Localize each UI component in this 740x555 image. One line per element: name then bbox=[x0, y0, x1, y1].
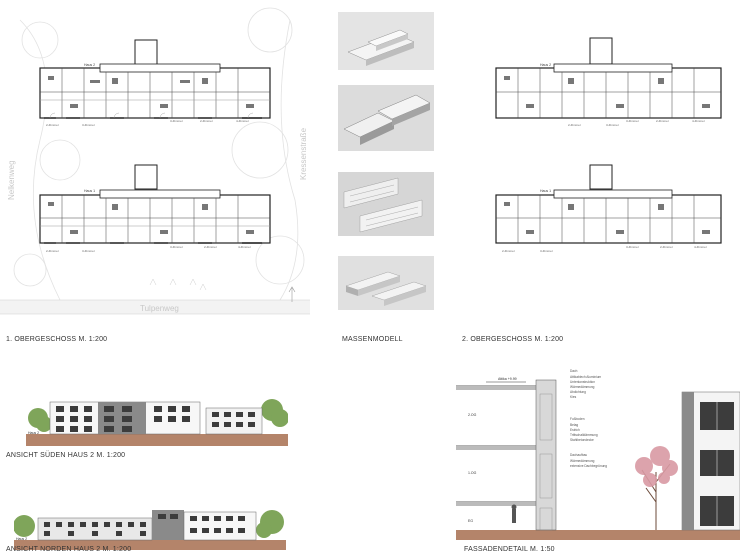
dachaufbau-title: Dachaufbau bbox=[570, 453, 587, 457]
massing-model-1 bbox=[338, 12, 434, 70]
svg-text:2-Zimmer: 2-Zimmer bbox=[200, 119, 213, 123]
svg-text:4-Zimmer: 4-Zimmer bbox=[694, 245, 707, 249]
ground-strip bbox=[26, 434, 288, 446]
massing-model-3 bbox=[338, 172, 434, 236]
caption-ansicht-nord: ANSICHT NORDEN HAUS 2 M. 1:200 bbox=[6, 546, 132, 553]
caption-ansicht-sued: ANSICHT SÜDEN HAUS 2 M. 1:200 bbox=[6, 452, 126, 459]
caption-og1: 1. OBERGESCHOSS M. 1:200 bbox=[6, 336, 108, 343]
level-eg: EG bbox=[468, 519, 473, 523]
level-1og: 1.OG bbox=[468, 471, 477, 475]
svg-text:3-Zimmer: 3-Zimmer bbox=[82, 123, 95, 127]
svg-text:3-Zimmer: 3-Zimmer bbox=[170, 245, 183, 249]
svg-text:3-Zimmer: 3-Zimmer bbox=[82, 249, 95, 253]
street-label-left: Nelkenweg bbox=[7, 160, 16, 200]
svg-text:4-Zimmer: 4-Zimmer bbox=[692, 119, 705, 123]
massing-model-4 bbox=[338, 256, 434, 310]
massing-model-2 bbox=[338, 85, 434, 151]
attika-label: Attika +9.99 bbox=[498, 377, 517, 381]
elevation-north: Haus 2 bbox=[14, 496, 286, 550]
north-arrow-icon bbox=[288, 286, 296, 302]
elevation-south: Haus 2 bbox=[26, 392, 288, 446]
svg-text:2-Zimmer: 2-Zimmer bbox=[502, 249, 515, 253]
floor-plan-haus2: 2-Zimmer 3-Zimmer 3-Zimmer 2-Zimmer 4-Zimme… bbox=[39, 39, 271, 127]
fussboden-item: Stahlbetondecke bbox=[570, 438, 594, 442]
haus2-label: Haus 2 bbox=[84, 63, 95, 67]
svg-text:2-Zimmer: 2-Zimmer bbox=[46, 249, 59, 253]
svg-text:3-Zimmer: 3-Zimmer bbox=[606, 123, 619, 127]
legend-item: Kies bbox=[570, 395, 577, 399]
svg-text:4-Zimmer: 4-Zimmer bbox=[236, 119, 249, 123]
fussboden-item: Trittschalldämmung bbox=[570, 433, 598, 437]
caption-massenmodell: MASSENMODELL bbox=[342, 336, 403, 343]
legend-title: Dach bbox=[570, 369, 578, 373]
svg-text:3-Zimmer: 3-Zimmer bbox=[540, 249, 553, 253]
floor-plan-haus1: 2-Zimmer 3-Zimmer 3-Zimmer 2-Zimmer 4-Zimme… bbox=[39, 164, 271, 253]
haus1-label: Haus 1 bbox=[84, 189, 95, 193]
legend-item: Attikablech Aluminium bbox=[570, 375, 602, 379]
site-plan-og1: 2-Zimmer 3-Zimmer 3-Zimmer 2-Zimmer 4-Zimme… bbox=[0, 0, 310, 330]
svg-text:2-Zimmer: 2-Zimmer bbox=[568, 123, 581, 127]
detail-legend: Dach Attikablech Aluminium Unterkonstruk… bbox=[570, 369, 607, 468]
og2-haus2: 2-Zimmer 3-Zimmer 3-Zimmer 2-Zimmer 4-Zimme… bbox=[495, 37, 722, 127]
svg-text:3-Zimmer: 3-Zimmer bbox=[626, 119, 639, 123]
legend-item: Abdichtung bbox=[570, 390, 586, 394]
street-label-bottom: Tulpenweg bbox=[140, 304, 179, 313]
svg-text:2-Zimmer: 2-Zimmer bbox=[204, 245, 217, 249]
svg-text:2-Zimmer: 2-Zimmer bbox=[656, 119, 669, 123]
svg-text:4-Zimmer: 4-Zimmer bbox=[238, 245, 251, 249]
fussboden-title: Fußboden bbox=[570, 417, 585, 421]
south-haus-label: Haus 2 bbox=[28, 431, 39, 435]
svg-text:3-Zimmer: 3-Zimmer bbox=[170, 119, 183, 123]
svg-text:3-Zimmer: 3-Zimmer bbox=[626, 245, 639, 249]
street-label-right: Kressenstraße bbox=[299, 127, 308, 180]
floor-plan-og2: 2-Zimmer 3-Zimmer 3-Zimmer 2-Zimmer 4-Zimme… bbox=[456, 0, 740, 330]
og2-haus1-label: Haus 1 bbox=[540, 189, 551, 193]
og2-haus1: 2-Zimmer 3-Zimmer 3-Zimmer 2-Zimmer 4-Zimme… bbox=[495, 164, 722, 253]
north-haus-label: Haus 2 bbox=[16, 537, 27, 541]
og2-haus2-label: Haus 2 bbox=[540, 63, 551, 67]
fussboden-item: Estrich bbox=[570, 428, 580, 432]
legend-item: Wärmedämmung bbox=[570, 385, 595, 389]
dachaufbau-item: Wärmedämmung bbox=[570, 459, 595, 463]
caption-fassadendetail: FASSADENDETAIL M. 1:50 bbox=[464, 546, 555, 553]
dachaufbau-item: extensive Dachbegrünung bbox=[570, 464, 607, 468]
facade-detail: Attika +9.99 2.OG 1.OG EG Dach Attikable… bbox=[456, 352, 740, 540]
legend-item: Unterkonstruktion bbox=[570, 380, 595, 384]
caption-og2: 2. OBERGESCHOSS M. 1:200 bbox=[462, 336, 564, 343]
svg-text:2-Zimmer: 2-Zimmer bbox=[46, 123, 59, 127]
svg-text:2-Zimmer: 2-Zimmer bbox=[660, 245, 673, 249]
fussboden-item: Belag bbox=[570, 423, 578, 427]
level-2og: 2.OG bbox=[468, 413, 477, 417]
